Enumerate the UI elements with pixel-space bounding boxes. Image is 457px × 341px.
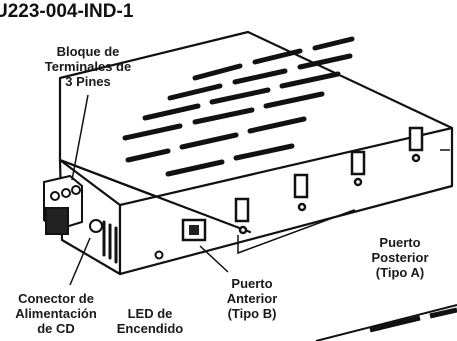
label-terminal-block: Bloque de Terminales de 3 Pines bbox=[44, 44, 132, 89]
label-power-led: LED de Encendido bbox=[116, 306, 184, 336]
model-code: U223-004-IND-1 bbox=[0, 1, 134, 22]
dc-connector bbox=[89, 219, 103, 233]
terminal-block bbox=[43, 174, 83, 235]
label-rear-port: Puerto Posterior (Tipo A) bbox=[371, 235, 429, 280]
power-led bbox=[154, 250, 164, 260]
second-unit-edge bbox=[315, 304, 457, 341]
side-vent-slots bbox=[102, 220, 118, 264]
rear-ports-usb-a bbox=[234, 126, 424, 235]
label-dc-connector: Conector de Alimentación de CD bbox=[15, 291, 97, 336]
top-vent-slots bbox=[122, 36, 355, 177]
label-front-port: Puerto Anterior (Tipo B) bbox=[226, 276, 278, 321]
callout-lines bbox=[69, 94, 450, 286]
